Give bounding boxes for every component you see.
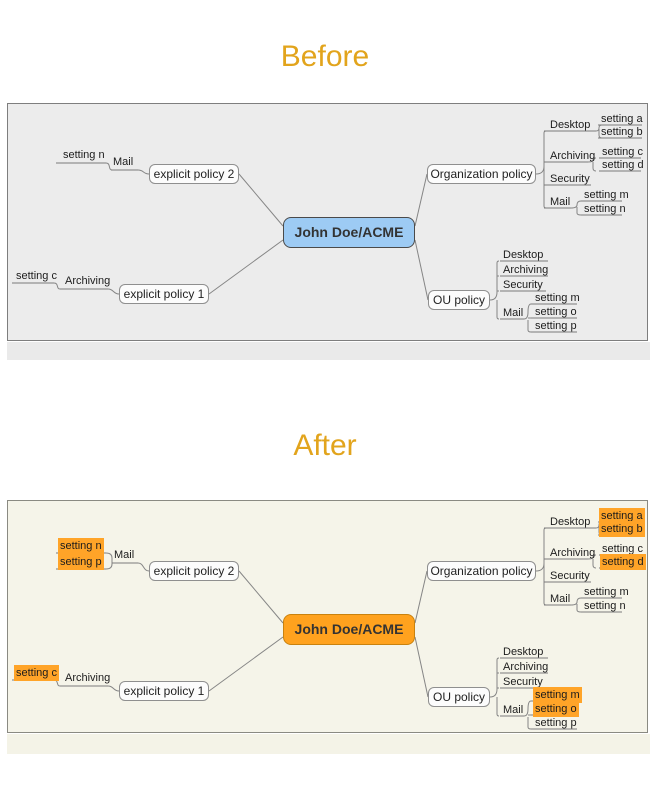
leaf-setting-c-highlighted: setting c <box>16 667 57 679</box>
leaf-setting-c: setting c <box>602 146 643 158</box>
connector-line <box>489 260 500 320</box>
node-explicit-policy-1: explicit policy 1 <box>119 284 209 304</box>
connector-line <box>587 554 597 569</box>
leaf-setting-b: setting b <box>601 126 643 138</box>
before-connector-lines <box>12 124 642 333</box>
node-ou-policy: OU policy <box>428 290 490 310</box>
node-explicit-policy-1: explicit policy 1 <box>119 681 209 701</box>
leaf-setting-m-highlighted: setting m <box>535 689 580 701</box>
leaf-setting-b-highlighted: setting b <box>601 523 643 535</box>
connector-line <box>53 282 61 290</box>
connector-line <box>105 563 113 570</box>
leaf-setting-a-highlighted: setting a <box>601 510 643 522</box>
leaf-setting-n: setting n <box>584 600 626 612</box>
leaf-setting-m: setting m <box>535 292 580 304</box>
connector-line <box>489 657 500 717</box>
before-title: Before <box>280 40 370 73</box>
leaf-mail: Mail <box>503 307 524 319</box>
node-ou-policy: OU policy <box>428 687 490 707</box>
leaf-archiving: Archiving <box>65 672 111 684</box>
connector-line <box>137 562 150 572</box>
connector-line <box>238 570 284 624</box>
connector-line <box>53 679 61 687</box>
leaf-desktop: Desktop <box>503 249 544 261</box>
leaf-archiving: Archiving <box>550 547 596 559</box>
connector-line <box>570 200 582 216</box>
leaf-mail: Mail <box>550 196 571 208</box>
leaf-security: Security <box>550 570 590 582</box>
connector-line <box>523 700 532 730</box>
leaf-setting-p: setting p <box>535 320 577 332</box>
leaf-security: Security <box>550 173 590 185</box>
leaf-setting-p-highlighted: setting p <box>60 556 102 568</box>
leaf-setting-d-highlighted: setting d <box>602 556 644 568</box>
after-title: After <box>293 429 357 462</box>
connector-line <box>105 552 113 563</box>
leaf-setting-d: setting d <box>602 159 644 171</box>
connector-line <box>238 173 284 227</box>
center-node-john-doe-acme-before: John Doe/ACME <box>283 217 415 248</box>
node-explicit-policy-2: explicit policy 2 <box>149 561 239 581</box>
leaf-mail: Mail <box>503 704 524 716</box>
before-image-footer-strip <box>7 342 650 360</box>
after-connector-lines <box>12 521 642 730</box>
node-organization-policy: Organization policy <box>427 164 536 184</box>
connector-line <box>570 597 582 613</box>
leaf-setting-n: setting n <box>63 149 105 161</box>
after-mindmap-image: setting n setting p Mail setting c Archiving… <box>7 500 648 733</box>
connector-line <box>414 239 429 301</box>
leaf-setting-a: setting a <box>601 113 643 125</box>
leaf-archiving: Archiving <box>503 661 549 673</box>
connector-line <box>535 527 547 606</box>
connector-line <box>208 239 284 295</box>
connector-line <box>414 570 428 624</box>
connector-line <box>107 685 120 692</box>
leaf-archiving: Archiving <box>65 275 111 287</box>
leaf-archiving: Archiving <box>550 150 596 162</box>
leaf-setting-o-highlighted: setting o <box>535 703 577 715</box>
leaf-desktop: Desktop <box>550 119 591 131</box>
connector-line <box>587 157 597 172</box>
leaf-archiving: Archiving <box>503 264 549 276</box>
center-node-john-doe-acme-after: John Doe/ACME <box>283 614 415 645</box>
leaf-setting-c: setting c <box>16 270 57 282</box>
connector-line <box>137 169 150 175</box>
leaf-setting-o: setting o <box>535 306 577 318</box>
connector-line <box>208 636 284 692</box>
leaf-setting-p: setting p <box>535 717 577 729</box>
node-explicit-policy-2: explicit policy 2 <box>149 164 239 184</box>
leaf-mail: Mail <box>550 593 571 605</box>
leaf-security: Security <box>503 279 543 291</box>
connector-line <box>107 288 120 295</box>
leaf-mail: Mail <box>114 549 135 561</box>
connector-line <box>414 636 429 698</box>
leaf-setting-m: setting m <box>584 189 629 201</box>
leaf-setting-c: setting c <box>602 543 643 555</box>
leaf-mail: Mail <box>113 156 134 168</box>
connector-line <box>535 130 547 209</box>
leaf-setting-n-highlighted: setting n <box>60 540 102 552</box>
connector-line <box>523 303 532 333</box>
leaf-desktop: Desktop <box>503 646 544 658</box>
connector-line <box>105 162 113 171</box>
node-organization-policy: Organization policy <box>427 561 536 581</box>
leaf-setting-m: setting m <box>584 586 629 598</box>
leaf-security: Security <box>503 676 543 688</box>
leaf-setting-n: setting n <box>584 203 626 215</box>
after-image-footer-strip <box>7 734 650 754</box>
leaf-desktop: Desktop <box>550 516 591 528</box>
connector-line <box>414 173 428 227</box>
